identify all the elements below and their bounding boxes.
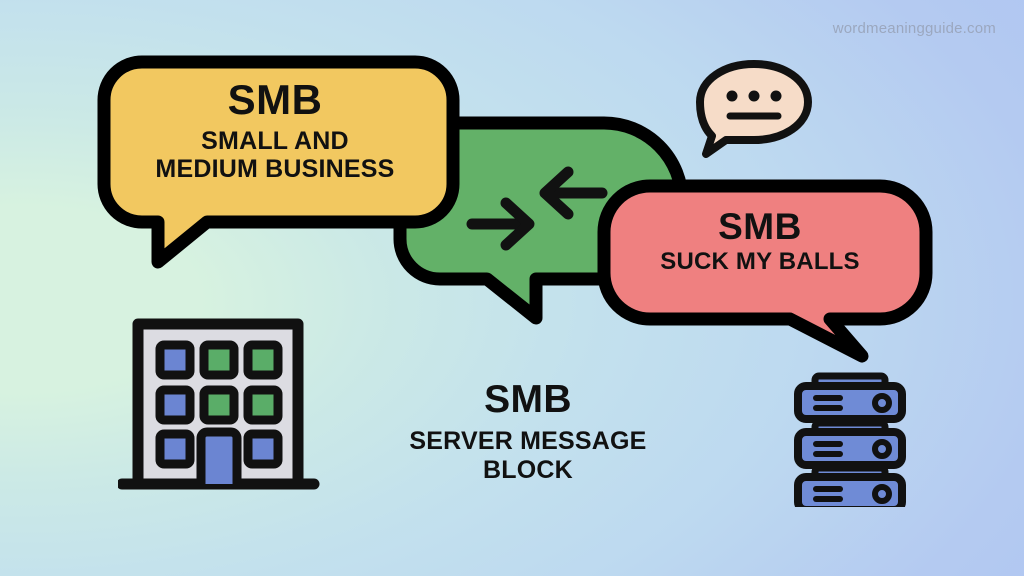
- building-door: [196, 427, 242, 484]
- red-bubble-text: SMB SUCK MY BALLS: [600, 206, 920, 276]
- chat-bubble-shape: [696, 60, 812, 158]
- server-unit: [794, 382, 906, 423]
- arrow-right-icon: [466, 197, 535, 251]
- building-window: [199, 340, 239, 380]
- building-window: [243, 429, 283, 469]
- yellow-bubble-line-1: SMALL AND: [201, 126, 349, 155]
- red-bubble-title: SMB: [718, 206, 802, 247]
- chat-dot: [726, 90, 738, 102]
- chat-dot: [748, 90, 760, 102]
- chat-message-icon: [688, 58, 823, 163]
- site-watermark: wordmeaningguide.com: [832, 20, 996, 37]
- yellow-bubble-line-2: MEDIUM BUSINESS: [155, 154, 395, 183]
- server-stack-icon: [790, 372, 920, 514]
- chat-dot: [770, 90, 782, 102]
- building-window: [155, 385, 195, 425]
- building-window: [155, 429, 195, 469]
- server-unit: [794, 473, 906, 514]
- building-window: [155, 340, 195, 380]
- building-window: [243, 385, 283, 425]
- office-building-icon: [116, 312, 328, 507]
- caption-line-1: SERVER MESSAGE: [409, 426, 647, 455]
- building-window: [199, 385, 239, 425]
- building-window: [243, 340, 283, 380]
- yellow-bubble-text: SMB SMALL AND MEDIUM BUSINESS: [110, 78, 440, 182]
- arrow-left-icon: [539, 166, 608, 220]
- server-unit: [794, 428, 906, 469]
- caption-block: SMB SERVER MESSAGE BLOCK: [352, 378, 704, 486]
- caption-title: SMB: [484, 378, 572, 421]
- caption-line-2: BLOCK: [483, 456, 573, 485]
- yellow-bubble-title: SMB: [227, 76, 323, 123]
- red-bubble-line-1: SUCK MY BALLS: [660, 248, 860, 276]
